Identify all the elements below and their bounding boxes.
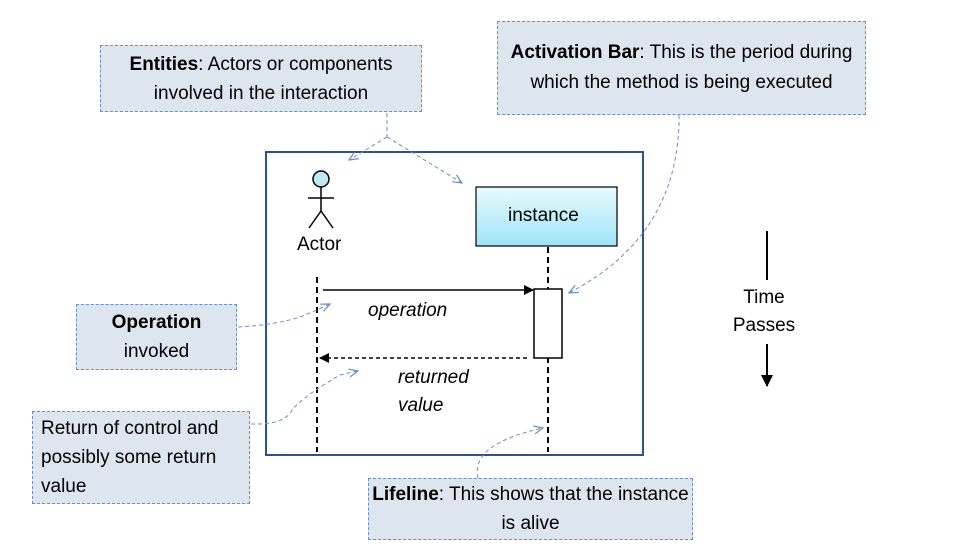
actor-figure: [308, 170, 334, 229]
operation-callout: Operation invoked: [76, 304, 237, 370]
entities-title: Entities: [129, 53, 199, 75]
time-line1: Time: [743, 287, 785, 308]
activation-text: : This is the period during which the me…: [530, 42, 853, 93]
instance-label: instance: [508, 205, 579, 226]
entities-connector-to-instance: [386, 136, 462, 183]
activation-callout: Activation Bar: This is the period durin…: [497, 21, 866, 115]
activation-title: Activation Bar: [510, 42, 640, 63]
actor-head: [312, 170, 330, 188]
lifeline-text: : This shows that the instance is alive: [438, 484, 689, 534]
operation-title: Operation: [111, 312, 202, 333]
entities-text: : Actors or components involved in the i…: [153, 53, 393, 104]
lifeline-callout: Lifeline: This shows that the instance i…: [368, 478, 693, 540]
operation-connector: [237, 304, 330, 328]
actor-label: Actor: [297, 234, 342, 255]
entities-callout: Entities: Actors or components involved …: [100, 45, 422, 112]
returned-label-line2: value: [398, 395, 444, 416]
activation-bar: [533, 288, 563, 359]
operation-text: invoked: [123, 341, 190, 362]
time-line2: Passes: [732, 315, 796, 336]
return-callout: Return of control and possibly some retu…: [32, 411, 250, 504]
lifeline-title: Lifeline: [372, 484, 439, 505]
returned-label-line1: returned: [398, 367, 469, 388]
instance-box: [475, 186, 618, 247]
time-passes-label: Time Passes: [705, 280, 823, 344]
operation-label: operation: [368, 300, 448, 321]
activation-connector: [569, 114, 680, 293]
return-connector: [250, 371, 358, 425]
lifeline-connector: [476, 428, 543, 479]
entities-connector-to-actor: [349, 136, 388, 160]
return-text: Return of control and possibly some retu…: [41, 418, 219, 497]
sequence-frame: [265, 151, 644, 456]
